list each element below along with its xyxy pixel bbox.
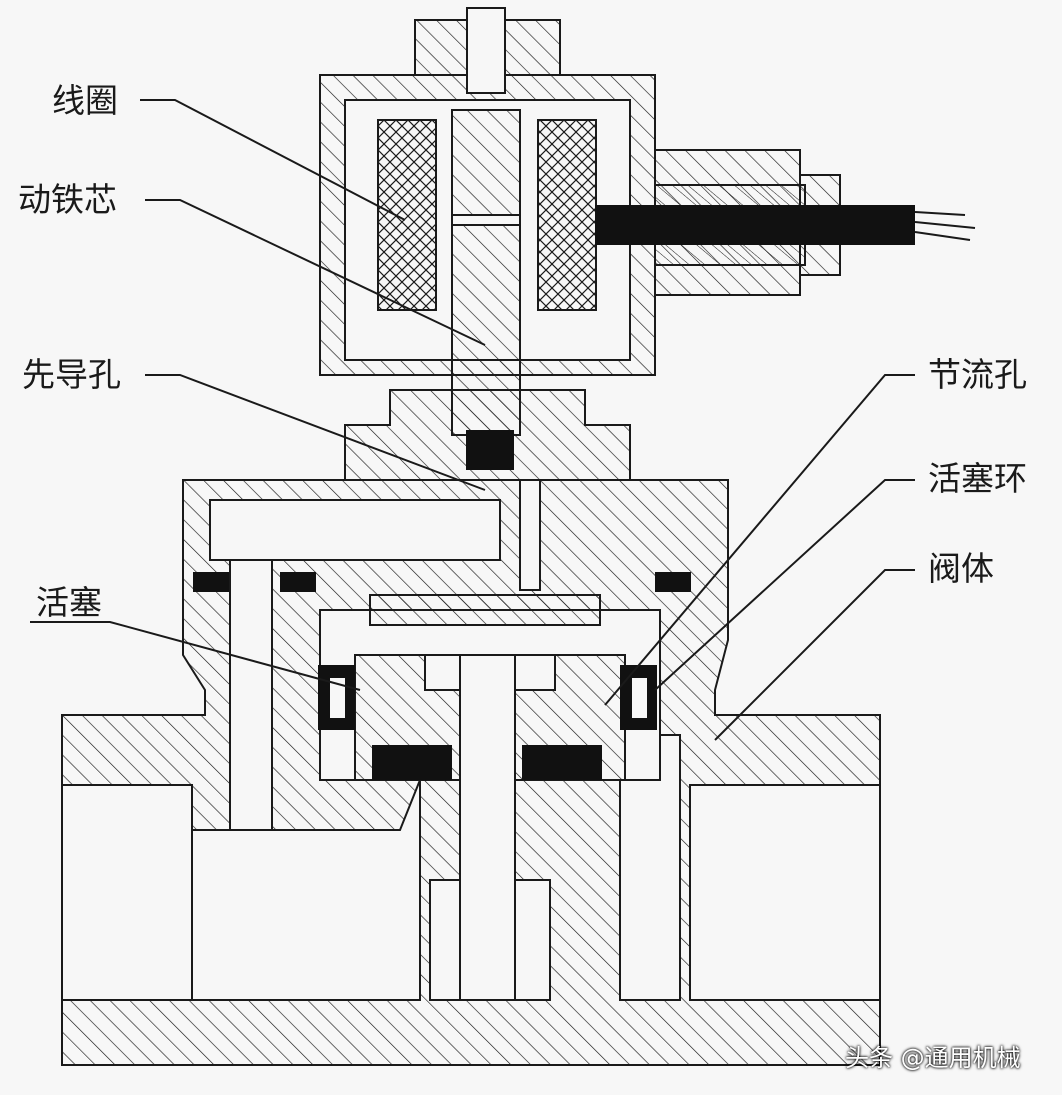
leader-piston-ring [654, 479, 915, 691]
armature [451, 109, 521, 436]
cable [595, 205, 915, 245]
leader-piston [30, 621, 361, 691]
top-screw [466, 7, 506, 94]
seal-left [193, 572, 229, 592]
leader-throttle-hole [604, 374, 915, 706]
cable-wires [914, 211, 976, 241]
label-piston-ring: 活塞环 [928, 459, 1027, 498]
leader-pilot-hole [145, 374, 486, 491]
coil-winding [377, 119, 597, 311]
seal-right [280, 572, 316, 592]
leader-armature [145, 199, 486, 346]
label-piston: 活塞 [36, 583, 102, 622]
main-seal-left [372, 745, 452, 780]
leader-coil [140, 99, 406, 221]
leader-valve-body [714, 569, 915, 741]
label-pilot-hole: 先导孔 [22, 355, 121, 394]
label-valve-body: 阀体 [928, 549, 994, 588]
label-coil: 线圈 [52, 81, 118, 120]
leader-lines [30, 99, 915, 741]
label-throttle-hole: 节流孔 [928, 355, 1027, 394]
main-seal-right [522, 745, 602, 780]
watermark: 头条 @通用机械 [845, 1044, 1021, 1072]
seals [193, 205, 915, 780]
seal-body-right [655, 572, 691, 592]
label-armature: 动铁芯 [18, 180, 117, 219]
piston-ring-right [620, 665, 657, 730]
pilot-seal [466, 430, 514, 470]
